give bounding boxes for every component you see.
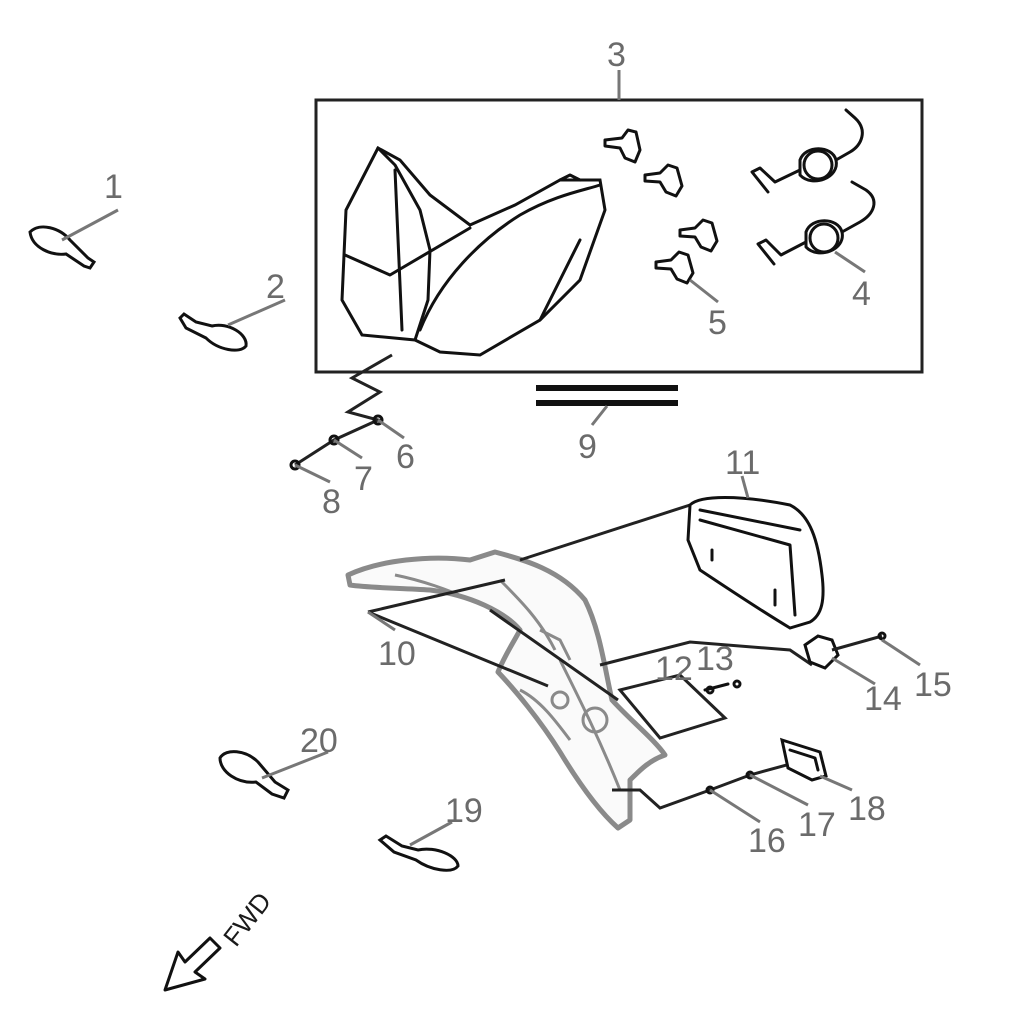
label-15: 15 [914,666,952,704]
label-4: 4 [852,275,871,313]
label-7: 7 [354,460,373,498]
plate-12-13 [617,673,728,740]
label-18: 18 [848,790,886,828]
label-10: 10 [378,635,416,673]
leader-17 [749,773,809,807]
leader-1 [61,208,119,242]
headlight-housing [340,145,607,357]
label-11: 11 [725,444,760,482]
leader-19 [409,820,453,847]
rear-turn-signal-left [218,750,290,800]
front-turn-signal-right [178,312,248,352]
connector-18 [779,737,828,782]
leader-18 [819,774,853,792]
label-9: 9 [578,428,597,466]
strip-part [536,385,678,391]
bulb-set [603,128,719,285]
leader-5 [689,278,719,304]
instrument-cluster [686,496,825,630]
label-19: 19 [445,792,483,830]
leader-4 [834,250,866,274]
label-13: 13 [696,640,734,678]
leader-11 [740,475,750,499]
label-20: 20 [300,722,338,760]
label-8: 8 [322,483,341,521]
label-12: 12 [655,650,693,688]
mounting-bracket [345,549,668,831]
label-3: 3 [607,36,626,74]
forward-direction-arrow-icon [163,936,222,992]
leader-8 [294,463,331,484]
label-5: 5 [708,304,727,342]
leader-16 [709,788,761,824]
front-turn-signal-left [28,225,97,270]
leader-20 [261,750,329,780]
guide-line-10 [367,578,619,702]
lower-wire [612,758,806,810]
guide-line-11 [519,503,691,562]
label-16: 16 [748,822,786,860]
leader-7 [333,438,363,460]
leader-10 [367,610,396,632]
label-6: 6 [396,438,415,476]
leader-2 [227,298,286,327]
leader-14 [831,656,876,686]
leader-6 [377,418,405,440]
label-1: 1 [104,168,123,206]
rear-turn-signal-right [377,834,460,872]
label-14: 14 [864,680,902,718]
leader-15 [881,638,921,667]
forward-direction-label: FWD [217,887,277,952]
connector-14 [803,634,840,670]
label-2: 2 [266,268,285,306]
label-17: 17 [798,806,836,844]
leader-9 [590,405,609,426]
socket-set [750,108,876,266]
